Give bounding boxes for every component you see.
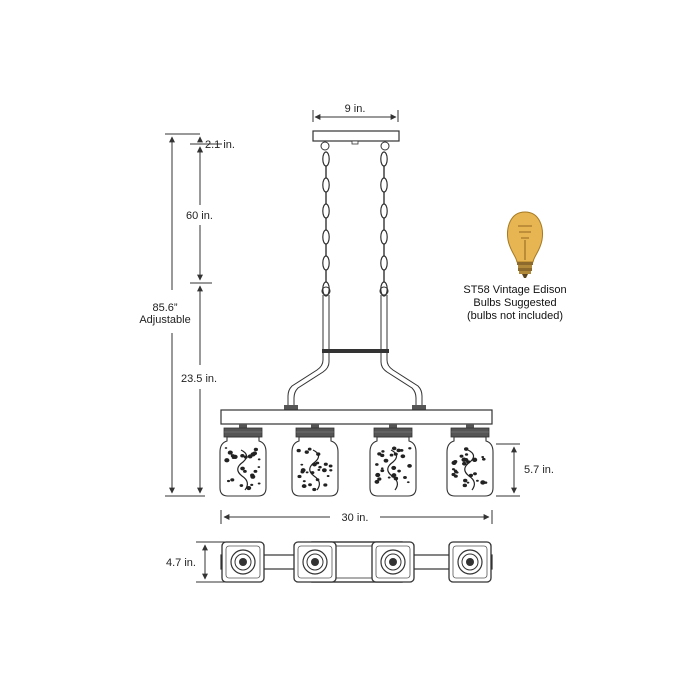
chain-right	[379, 151, 389, 297]
jar-height-label: 5.7 in.	[524, 464, 554, 476]
chain-length-dimension: 60 in.	[186, 146, 213, 284]
mason-jar	[446, 424, 494, 497]
bulb-note-line2: Bulbs Suggested	[473, 297, 556, 309]
rod-height-dimension: 23.5 in.	[181, 285, 217, 494]
canopy-width-dimension: 9 in.	[312, 103, 399, 122]
mason-jar	[291, 424, 339, 497]
wood-crossbar	[220, 409, 493, 425]
canopy-width-label: 9 in.	[345, 103, 366, 115]
fixture-width-dimension: 30 in.	[220, 510, 493, 524]
vine-pattern	[296, 447, 333, 492]
mason-jar-shades	[219, 424, 494, 497]
ceiling-canopy	[312, 130, 400, 151]
canopy-height-label: 2.1 in.	[205, 139, 235, 151]
fixture-top-view	[220, 541, 493, 583]
chain-left	[321, 151, 331, 297]
fixture-width-label: 30 in.	[342, 512, 369, 524]
overall-height-label: 85.6”	[152, 302, 177, 314]
socket-top-view	[448, 541, 492, 583]
overall-height-dimension: 85.6” Adjustable	[139, 133, 205, 497]
suspension-rods	[284, 295, 426, 411]
socket-top-view	[221, 541, 265, 583]
bulb-note-line3: (bulbs not included)	[467, 310, 563, 322]
base-depth-dimension: 4.7 in.	[166, 541, 230, 583]
socket-top-view	[371, 541, 415, 583]
rod-height-label: 23.5 in.	[181, 373, 217, 385]
vine-pattern	[224, 447, 261, 491]
vine-pattern	[374, 446, 412, 491]
chain-length-label: 60 in.	[186, 210, 213, 222]
jar-height-dimension: 5.7 in.	[496, 443, 554, 497]
mason-jar	[369, 424, 417, 497]
edison-bulb-illustration	[507, 211, 543, 278]
mason-jar	[219, 424, 267, 497]
canopy-height-dimension: 2.1 in.	[190, 136, 235, 153]
socket-top-view	[293, 541, 337, 583]
vine-pattern	[451, 447, 488, 491]
overall-height-note: Adjustable	[139, 314, 190, 326]
base-depth-label: 4.7 in.	[166, 557, 196, 569]
bulb-note-line1: ST58 Vintage Edison	[463, 284, 566, 296]
